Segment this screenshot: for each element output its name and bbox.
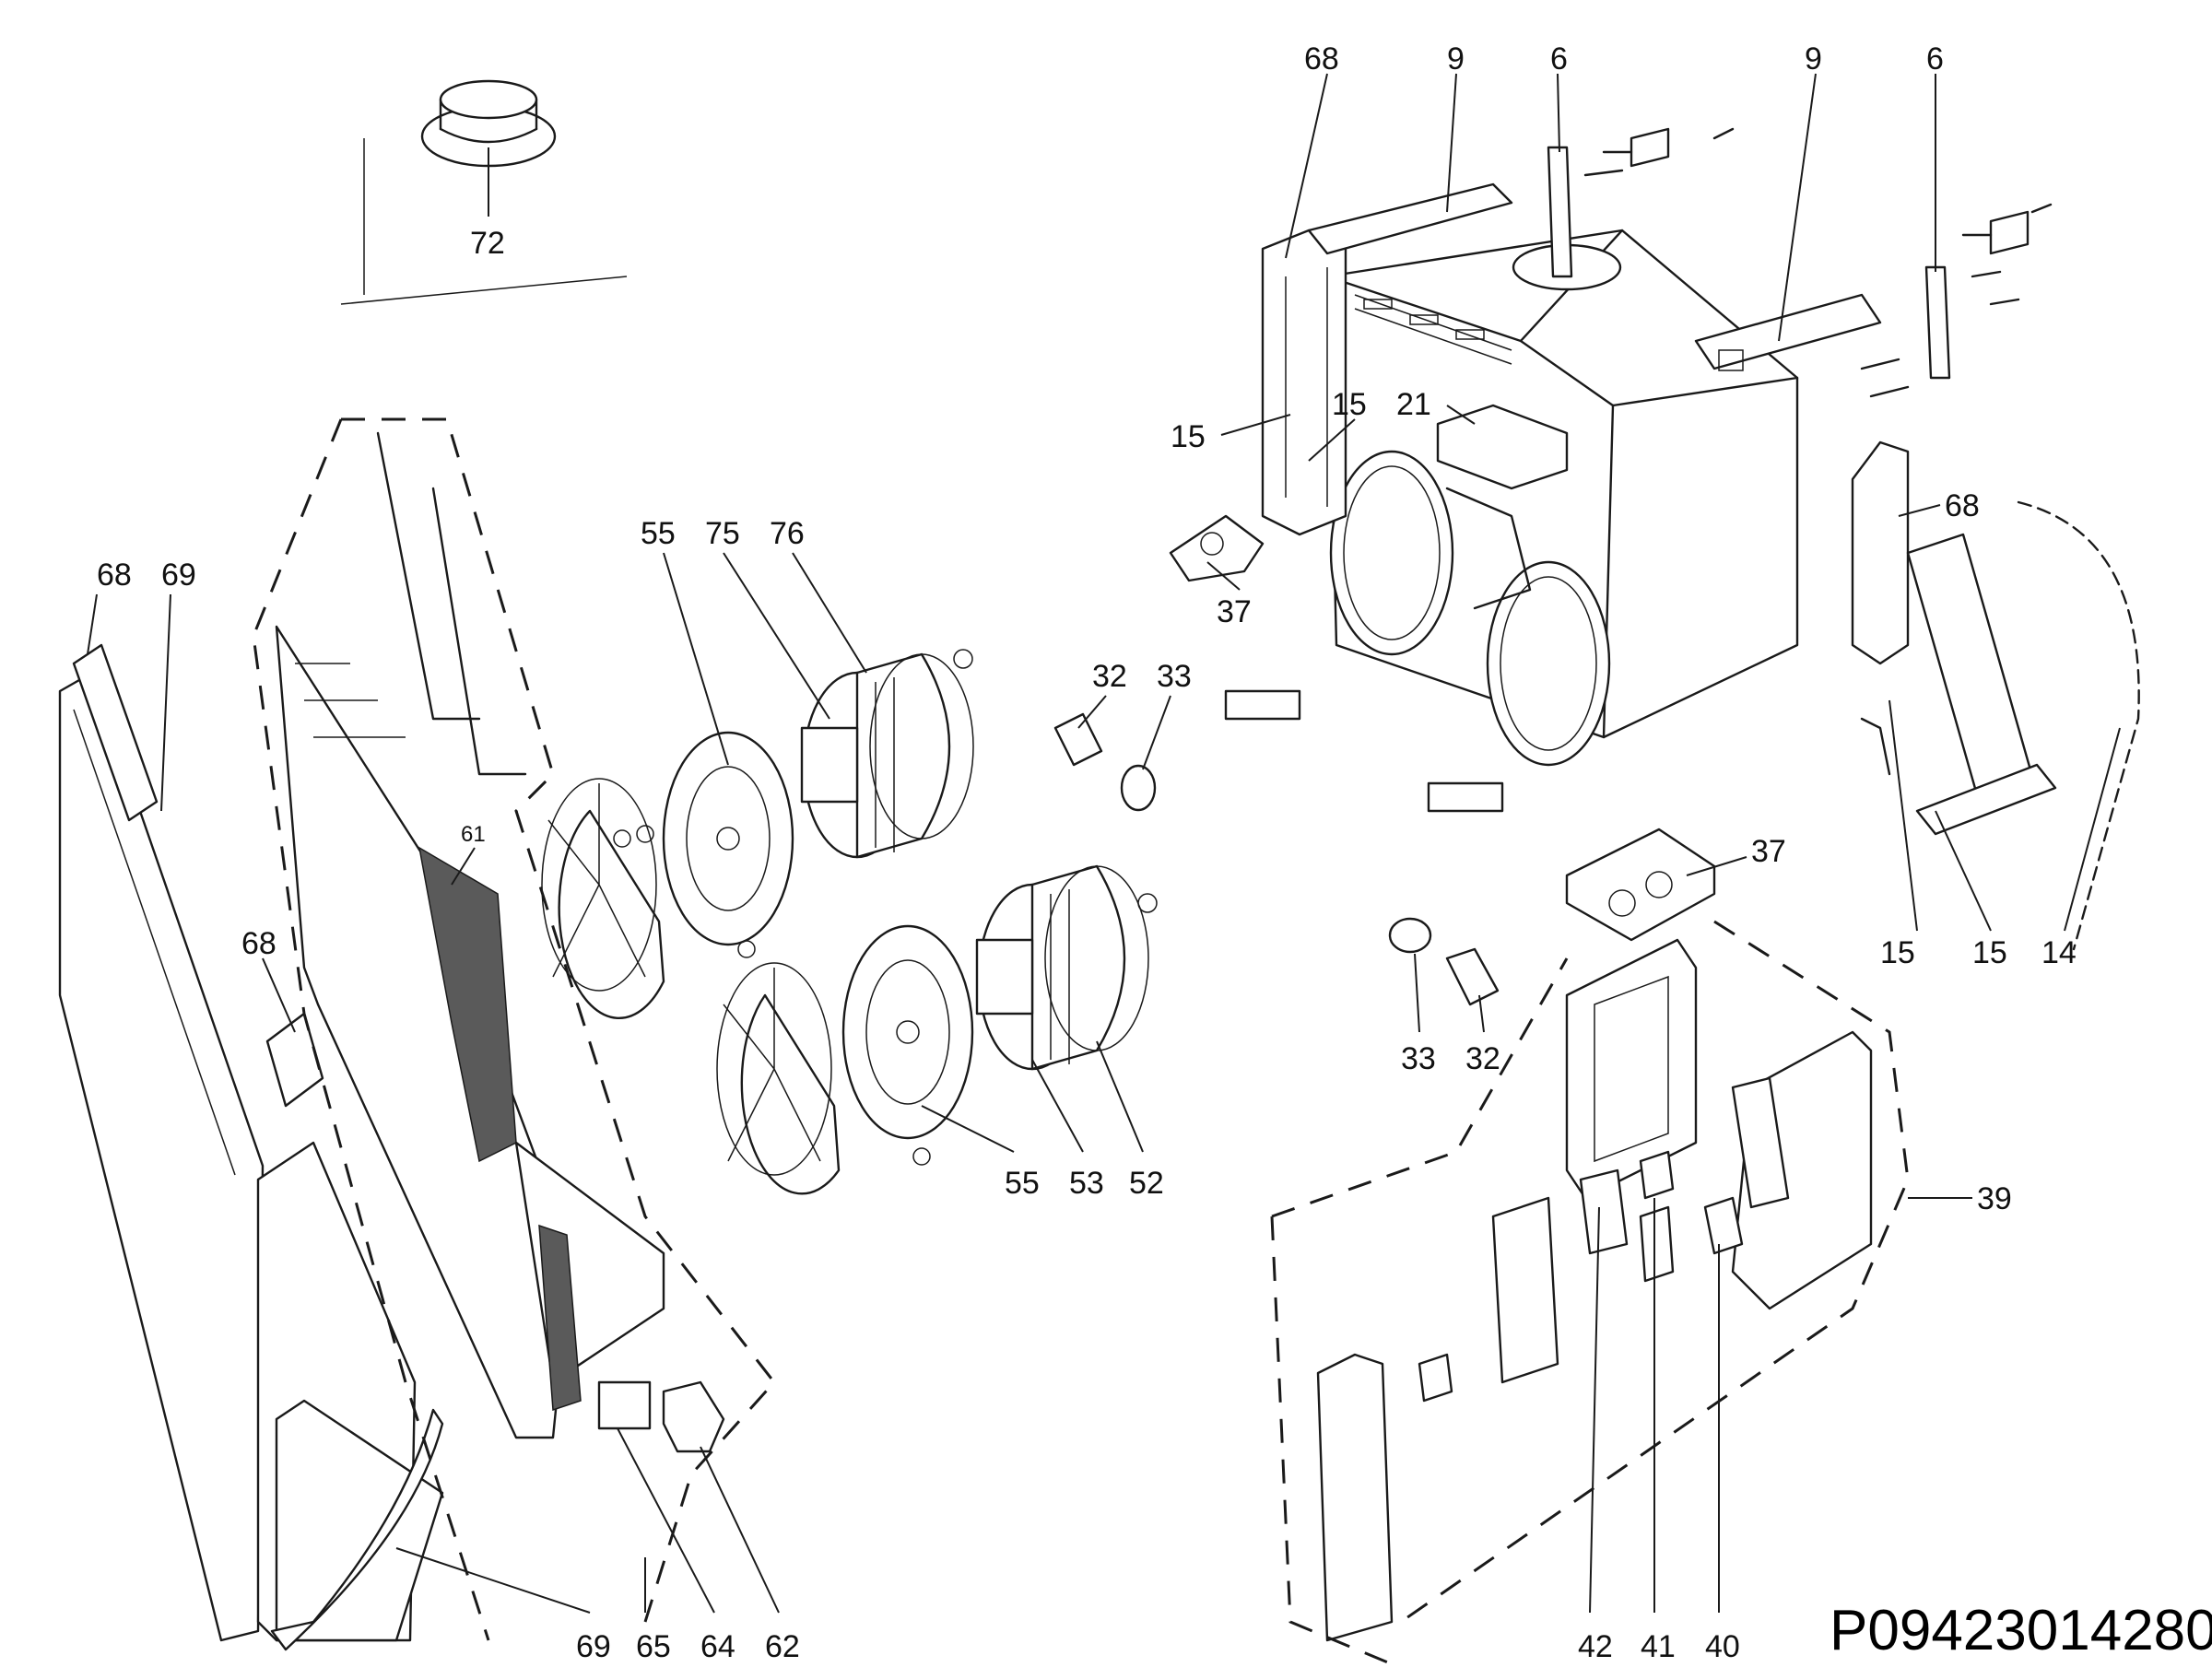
side-panel bbox=[256, 1012, 444, 1651]
filter-frame-65 bbox=[275, 625, 665, 1439]
callout-9: 9 bbox=[1447, 41, 1465, 76]
part-37-upper bbox=[1169, 514, 1265, 582]
fan-assemblies bbox=[541, 649, 1158, 1195]
callout-9: 9 bbox=[1805, 41, 1822, 76]
callout-68: 68 bbox=[1945, 488, 1980, 523]
callout-64: 64 bbox=[700, 1629, 735, 1664]
housing-assembly bbox=[1224, 127, 2140, 951]
callout-33: 33 bbox=[1157, 659, 1192, 694]
callout-6: 6 bbox=[1550, 41, 1568, 76]
callout-40: 40 bbox=[1705, 1629, 1740, 1664]
part-72-collar bbox=[340, 79, 628, 305]
callout-69: 69 bbox=[161, 558, 196, 593]
leader-lines bbox=[87, 73, 2121, 1614]
callout-15: 15 bbox=[1171, 419, 1206, 454]
callout-61: 61 bbox=[461, 822, 486, 847]
part-37-lower bbox=[1565, 828, 1716, 942]
document-code: P09423014280 bbox=[1830, 1599, 2212, 1662]
callout-15: 15 bbox=[1332, 387, 1367, 422]
callout-42: 42 bbox=[1578, 1629, 1613, 1664]
callout-32: 32 bbox=[1465, 1041, 1500, 1076]
callout-21: 21 bbox=[1396, 387, 1431, 422]
callout-69: 69 bbox=[576, 1629, 611, 1664]
callout-14: 14 bbox=[2041, 935, 2077, 970]
part-62-clip bbox=[662, 1380, 725, 1453]
front-panel-69 bbox=[58, 643, 265, 1642]
callout-76: 76 bbox=[770, 516, 805, 551]
callout-33: 33 bbox=[1401, 1041, 1436, 1076]
dashed-group-left bbox=[341, 417, 776, 1623]
filter-rods bbox=[376, 431, 527, 776]
callout-55: 55 bbox=[641, 516, 676, 551]
callout-15: 15 bbox=[1880, 935, 1915, 970]
parts-32-33-upper bbox=[1053, 712, 1157, 812]
callout-75: 75 bbox=[705, 516, 740, 551]
callout-37: 37 bbox=[1217, 594, 1252, 629]
callout-68: 68 bbox=[97, 558, 132, 593]
callout-53: 53 bbox=[1069, 1166, 1104, 1201]
callout-labels: 68 9 6 9 6 72 15 15 21 68 37 55 75 76 32… bbox=[97, 41, 2077, 1664]
callout-52: 52 bbox=[1129, 1166, 1164, 1201]
callout-68: 68 bbox=[241, 926, 276, 961]
callout-72: 72 bbox=[470, 226, 505, 261]
electrical-group bbox=[1316, 938, 1873, 1642]
dashed-group-right bbox=[1270, 920, 1910, 1670]
callout-32: 32 bbox=[1092, 659, 1127, 694]
callout-15: 15 bbox=[1972, 935, 2007, 970]
callout-6: 6 bbox=[1926, 41, 1944, 76]
callout-62: 62 bbox=[765, 1629, 800, 1664]
parts-32-33-lower bbox=[1388, 917, 1500, 1006]
callout-39: 39 bbox=[1977, 1181, 2012, 1216]
callout-68: 68 bbox=[1304, 41, 1339, 76]
callout-41: 41 bbox=[1641, 1629, 1676, 1664]
callout-65: 65 bbox=[636, 1629, 671, 1664]
callout-55: 55 bbox=[1005, 1166, 1040, 1201]
callout-37: 37 bbox=[1751, 834, 1786, 869]
